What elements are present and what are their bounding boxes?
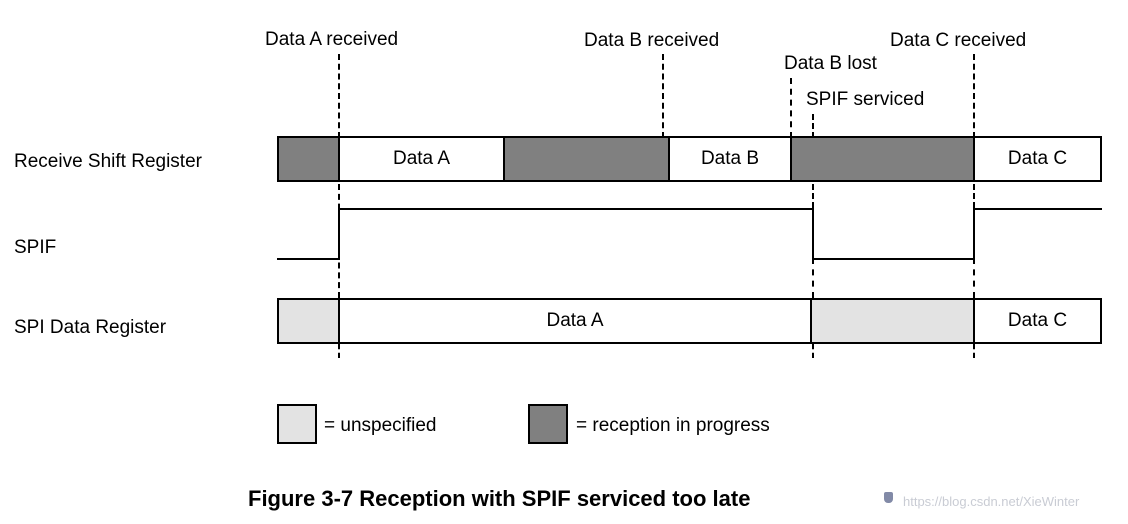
row-label-spif: SPIF xyxy=(14,237,57,258)
sdr-segment-data-c: Data C xyxy=(973,300,1100,342)
marker-data-c-received-lower xyxy=(973,344,975,358)
legend-text-unspecified: = unspecified xyxy=(324,415,437,436)
marker-data-c-received-mid-top xyxy=(973,184,975,208)
marker-data-a-received-lower xyxy=(338,344,340,358)
event-label-data-c-received: Data C received xyxy=(890,30,1027,51)
spif-level-low-2 xyxy=(812,258,975,260)
event-label-data-a-received: Data A received xyxy=(265,29,399,50)
marker-spif-serviced-upper xyxy=(812,114,814,138)
row-label-receive-shift-register: Receive Shift Register xyxy=(14,151,202,172)
watermark-logo-icon xyxy=(884,492,893,503)
marker-data-c-received-mid-bottom xyxy=(973,258,975,298)
marker-data-c-received-upper xyxy=(973,54,975,138)
rsr-segment-data-a: Data A xyxy=(338,138,503,180)
marker-spif-serviced-mid-bottom xyxy=(812,258,814,298)
sdr-segment-unspecified-2 xyxy=(810,300,973,342)
spif-level-high-2 xyxy=(973,208,1102,210)
rsr-segment-reception-1 xyxy=(279,138,338,180)
event-label-spif-serviced: SPIF serviced xyxy=(806,89,925,110)
spif-level-high-1 xyxy=(338,208,814,210)
rsr-segment-reception-3 xyxy=(790,138,973,180)
sdr-segment-data-a: Data A xyxy=(338,300,810,342)
marker-spif-serviced-lower xyxy=(812,344,814,358)
spi-data-register-waveform: Data A Data C xyxy=(277,298,1102,344)
rsr-segment-reception-2 xyxy=(503,138,668,180)
marker-data-a-received-upper xyxy=(338,54,340,138)
marker-spif-serviced-mid-top xyxy=(812,184,814,208)
receive-shift-register-waveform: Data A Data B Data C xyxy=(277,136,1102,182)
spif-rising-edge-2 xyxy=(973,208,975,260)
figure-caption: Figure 3-7 Reception with SPIF serviced … xyxy=(248,486,751,511)
event-label-data-b-lost: Data B lost xyxy=(784,53,877,74)
row-label-spi-data-register: SPI Data Register xyxy=(14,317,167,338)
rsr-segment-data-b: Data B xyxy=(668,138,790,180)
spif-level-low-1 xyxy=(277,258,340,260)
spif-rising-edge-1 xyxy=(338,208,340,260)
rsr-segment-data-c: Data C xyxy=(973,138,1100,180)
legend-text-reception-in-progress: = reception in progress xyxy=(576,415,770,436)
event-label-data-b-received: Data B received xyxy=(584,30,720,51)
spif-falling-edge-1 xyxy=(812,208,814,260)
legend-swatch-reception-in-progress xyxy=(528,404,568,444)
marker-data-b-received-upper xyxy=(662,54,664,138)
sdr-segment-unspecified-1 xyxy=(279,300,338,342)
watermark-url: https://blog.csdn.net/XieWinter xyxy=(903,494,1080,509)
legend-swatch-unspecified xyxy=(277,404,317,444)
marker-data-b-lost-upper xyxy=(790,78,792,138)
